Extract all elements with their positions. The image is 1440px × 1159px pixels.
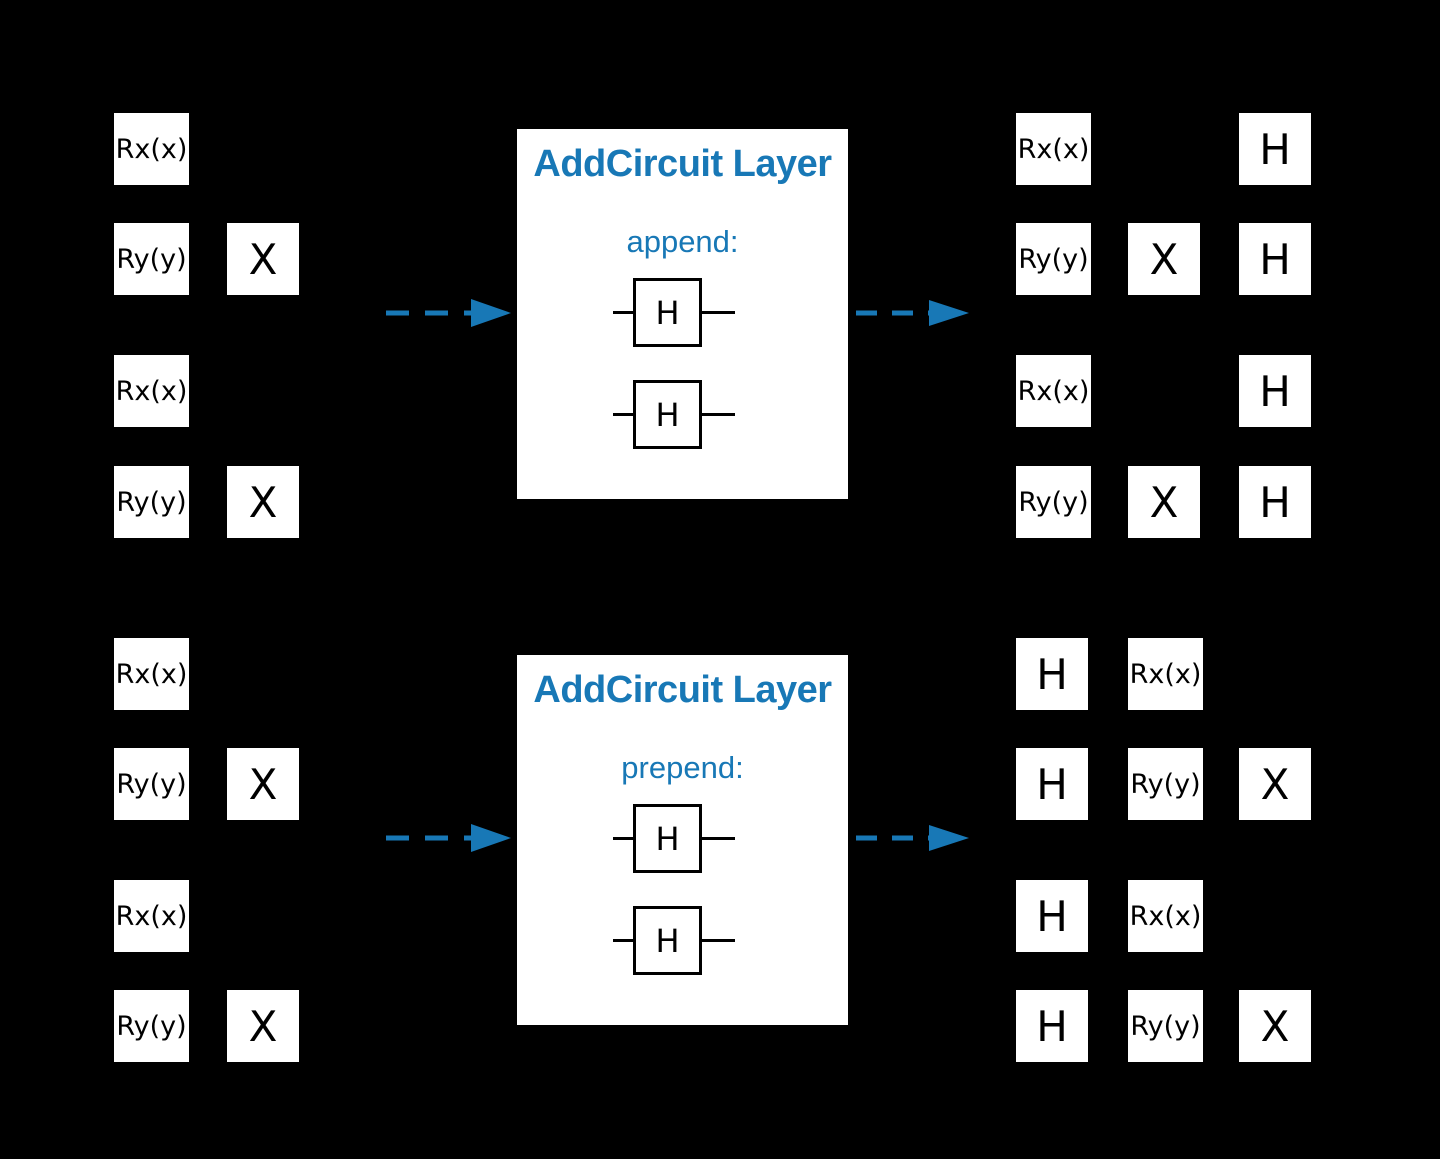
h-gate-box: H xyxy=(633,380,702,449)
gate-ryy: Ry(y) xyxy=(114,466,189,538)
wire-stub-right xyxy=(702,837,735,840)
panel-title: AddCircuit Layer xyxy=(533,669,832,711)
panel-gate-wire: H xyxy=(613,906,755,975)
gate-ryy: Ry(y) xyxy=(1016,466,1091,538)
gate-rxx: Rx(x) xyxy=(114,638,189,710)
panel-gate-wire: H xyxy=(613,278,755,347)
gate-rxx: Rx(x) xyxy=(1016,355,1091,427)
gate-h: H xyxy=(1239,223,1311,295)
gate-rxx: Rx(x) xyxy=(114,880,189,952)
addcircuit-panel-append: AddCircuit Layer append: H H xyxy=(517,129,848,499)
gate-rxx: Rx(x) xyxy=(1128,638,1203,710)
wire-stub-left xyxy=(613,413,633,416)
gate-x: X xyxy=(227,748,299,820)
gate-h: H xyxy=(1239,113,1311,185)
gate-ryy: Ry(y) xyxy=(114,990,189,1062)
gate-x: X xyxy=(1128,223,1200,295)
gate-x: X xyxy=(1239,990,1311,1062)
gate-rxx: Rx(x) xyxy=(1016,113,1091,185)
gate-h: H xyxy=(1016,638,1088,710)
gate-h: H xyxy=(1239,355,1311,427)
panel-title: AddCircuit Layer xyxy=(533,143,832,185)
h-gate-box: H xyxy=(633,906,702,975)
h-gate-box: H xyxy=(633,804,702,873)
gate-rxx: Rx(x) xyxy=(1128,880,1203,952)
wire-stub-right xyxy=(702,939,735,942)
gate-x: X xyxy=(1128,466,1200,538)
gate-h: H xyxy=(1239,466,1311,538)
gate-h: H xyxy=(1016,880,1088,952)
wire-stub-right xyxy=(702,413,735,416)
gate-h: H xyxy=(1016,990,1088,1062)
dashed-arrow-icon-bottom-right xyxy=(856,825,969,851)
gate-rxx: Rx(x) xyxy=(114,355,189,427)
gate-ryy: Ry(y) xyxy=(1128,990,1203,1062)
gate-ryy: Ry(y) xyxy=(114,748,189,820)
gate-x: X xyxy=(1239,748,1311,820)
gate-ryy: Ry(y) xyxy=(114,223,189,295)
panel-gate-wire: H xyxy=(613,380,755,449)
wire-stub-left xyxy=(613,311,633,314)
panel-mode-label: append: xyxy=(626,224,739,259)
gate-ryy: Ry(y) xyxy=(1128,748,1203,820)
panel-gate-wire: H xyxy=(613,804,755,873)
dashed-arrow-icon-bottom-left xyxy=(386,824,511,852)
wire-stub-left xyxy=(613,837,633,840)
wire-stub-left xyxy=(613,939,633,942)
panel-mode-label: prepend: xyxy=(621,750,744,785)
gate-h: H xyxy=(1016,748,1088,820)
dashed-arrow-icon-top-right xyxy=(856,300,969,326)
h-gate-box: H xyxy=(633,278,702,347)
gate-ryy: Ry(y) xyxy=(1016,223,1091,295)
gate-x: X xyxy=(227,223,299,295)
gate-x: X xyxy=(227,466,299,538)
dashed-arrow-icon-top-left xyxy=(386,299,511,327)
addcircuit-panel-prepend: AddCircuit Layer prepend: H H xyxy=(517,655,848,1025)
gate-x: X xyxy=(227,990,299,1062)
wire-stub-right xyxy=(702,311,735,314)
gate-rxx: Rx(x) xyxy=(114,113,189,185)
